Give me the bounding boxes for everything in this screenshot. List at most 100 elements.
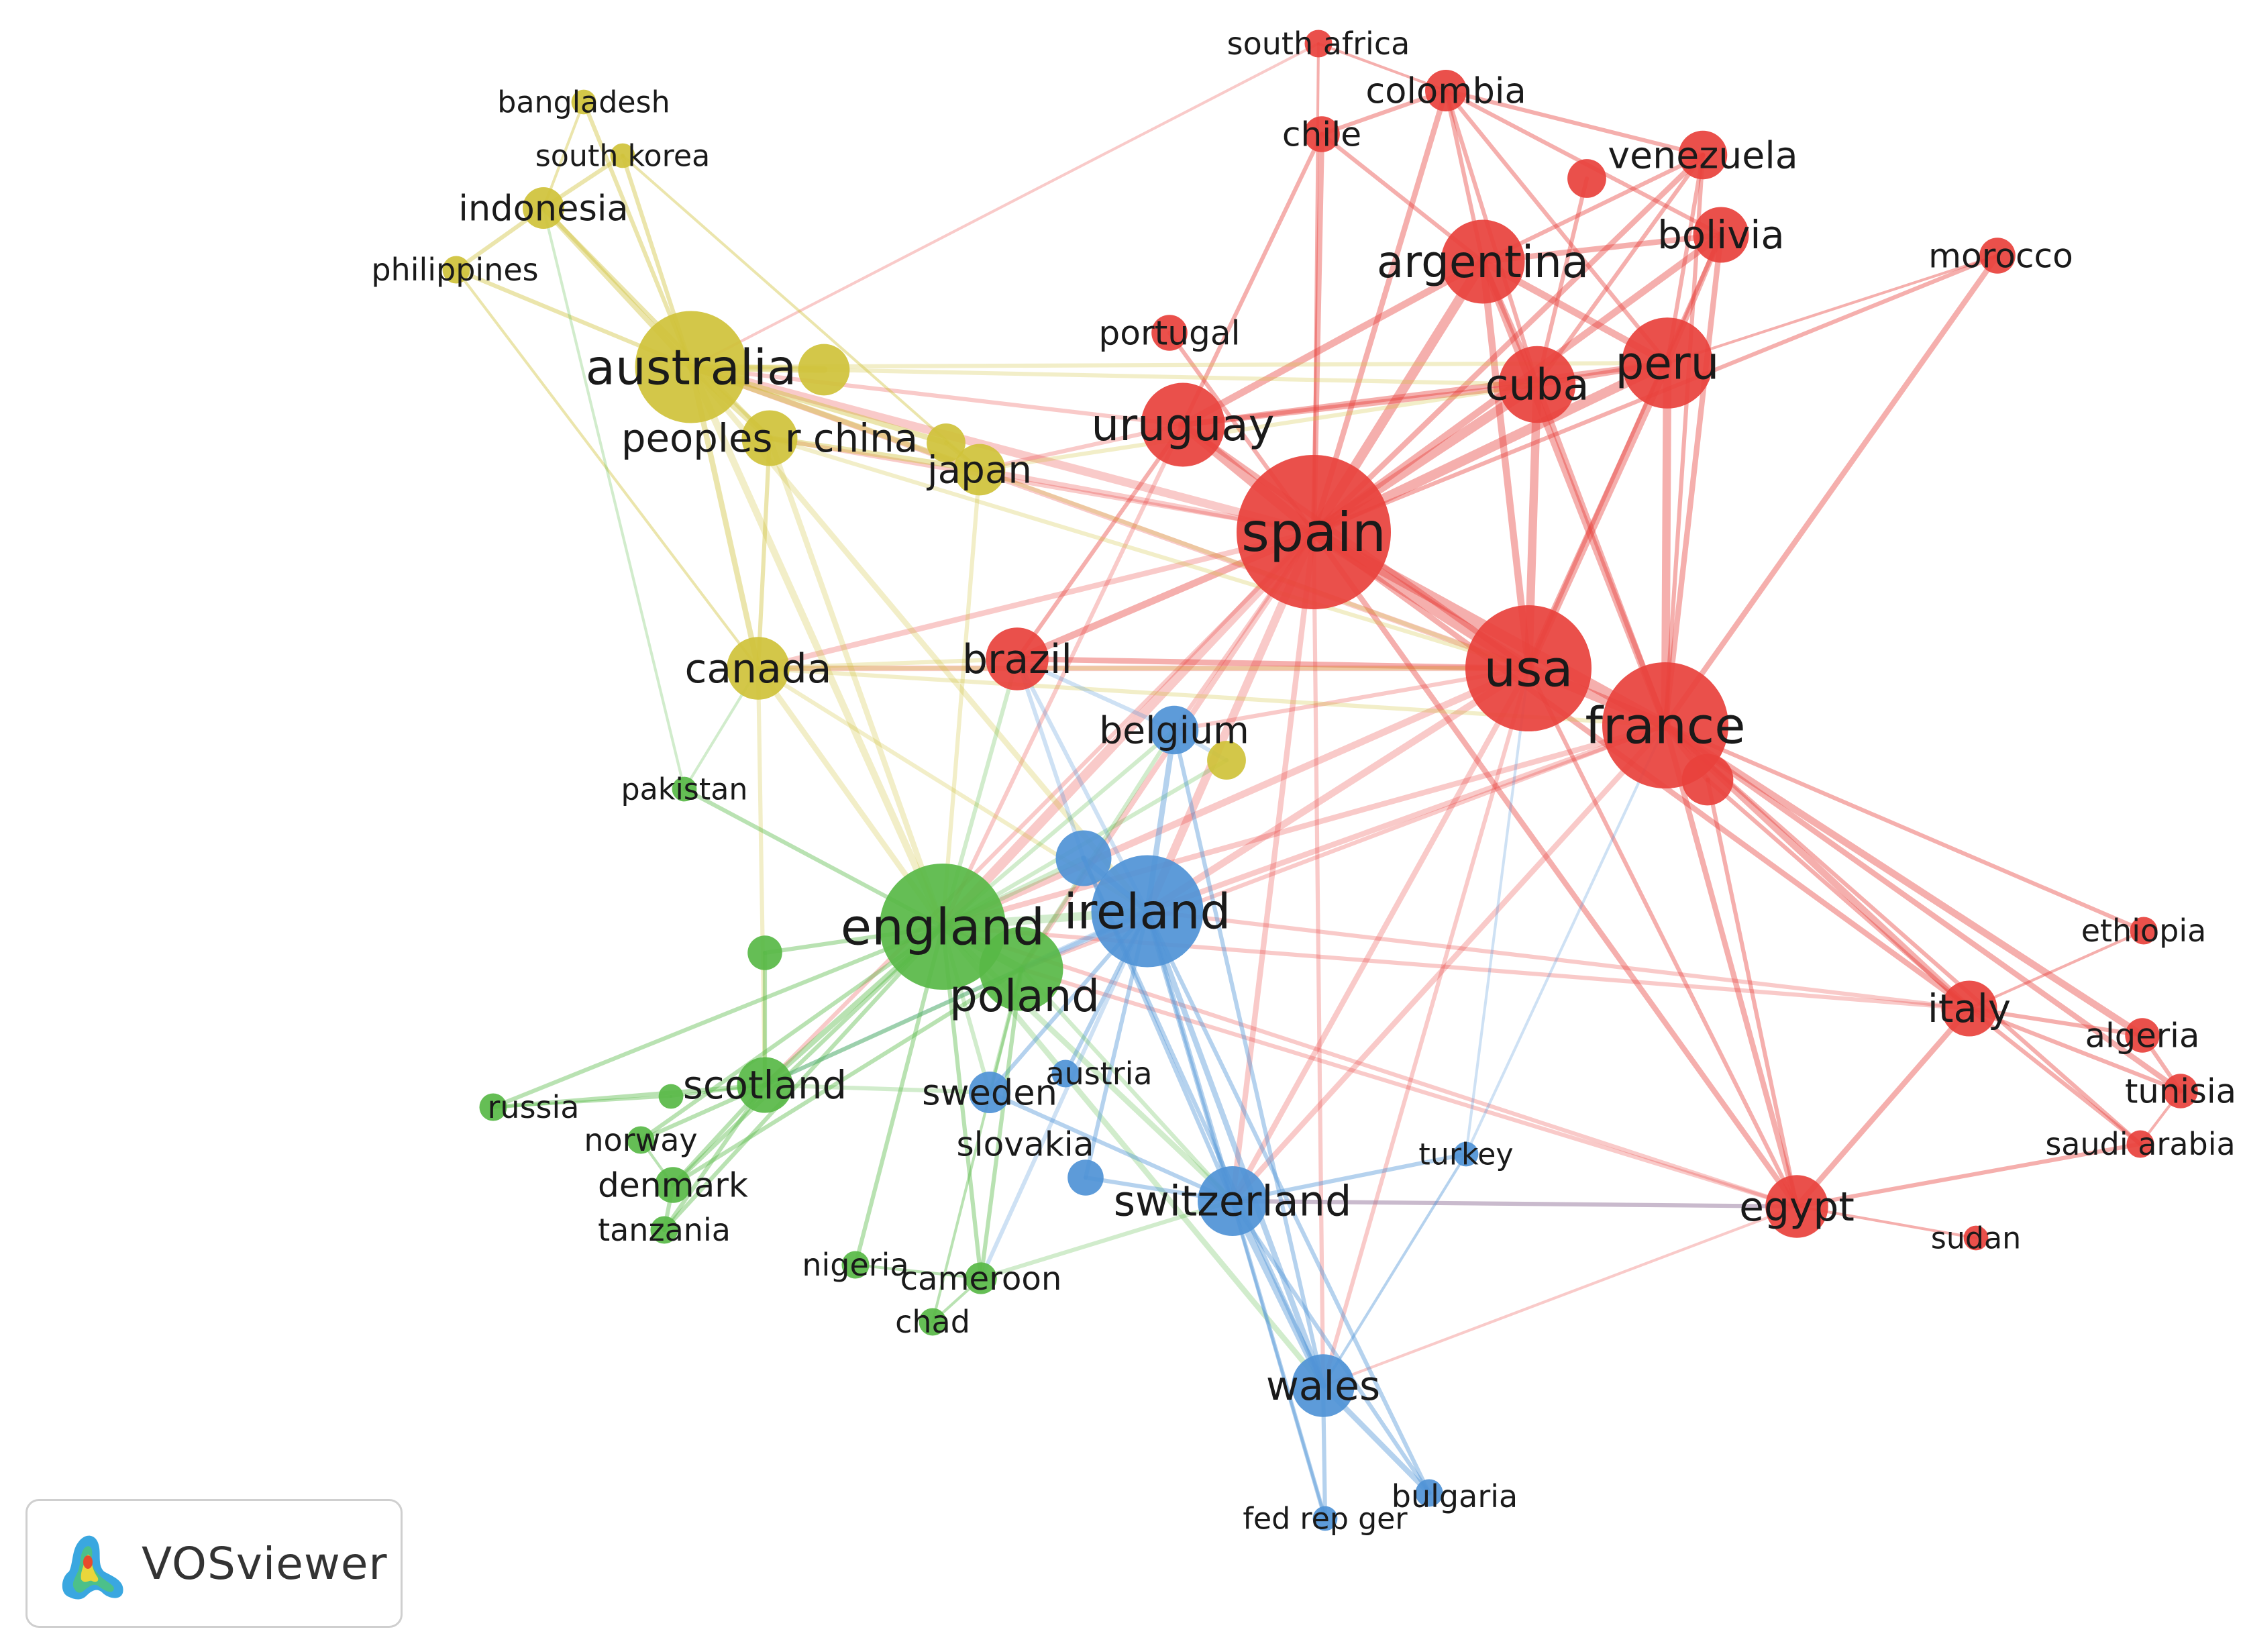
node-peru[interactable] [1622, 317, 1713, 409]
node-scotland[interactable] [737, 1057, 793, 1113]
label-saudi-arabia[interactable]: saudi arabia [2045, 1126, 2235, 1162]
node-cameroon[interactable] [965, 1262, 997, 1294]
node-chad[interactable] [919, 1308, 947, 1336]
node-venezuela[interactable] [1678, 130, 1728, 180]
label-algeria[interactable]: algeria [2085, 1016, 2200, 1055]
node-unlabeled-yellow-2[interactable] [927, 423, 966, 462]
label-ethiopia[interactable]: ethiopia [2081, 913, 2207, 949]
label-colombia[interactable]: colombia [1365, 70, 1526, 111]
label-turkey[interactable]: turkey [1418, 1138, 1513, 1172]
label-spain[interactable]: spain [1241, 501, 1386, 564]
label-south-africa[interactable]: south africa [1227, 25, 1410, 62]
label-slovakia[interactable]: slovakia [956, 1125, 1094, 1164]
node-philippines[interactable] [442, 256, 470, 284]
label-nigeria[interactable]: nigeria [802, 1247, 908, 1283]
node-bangladesh[interactable] [571, 89, 596, 115]
label-italy[interactable]: italy [1928, 986, 2011, 1031]
label-brazil[interactable]: brazil [962, 636, 1072, 683]
node-tanzania[interactable] [650, 1216, 678, 1244]
node-unlabeled-yellow-1[interactable] [798, 344, 850, 396]
node-spain[interactable] [1237, 455, 1391, 609]
label-japan[interactable]: japan [926, 449, 1032, 493]
node-portugal[interactable] [1151, 315, 1188, 351]
label-chile[interactable]: chile [1282, 115, 1361, 154]
label-uruguay[interactable]: uruguay [1091, 399, 1274, 451]
node-italy[interactable] [1941, 980, 1997, 1037]
node-tunisia[interactable] [2163, 1074, 2198, 1108]
label-denmark[interactable]: denmark [598, 1166, 748, 1205]
label-austria[interactable]: austria [1045, 1055, 1152, 1092]
label-peoples-r-china[interactable]: peoples r china [621, 415, 918, 461]
label-canada[interactable]: canada [684, 646, 831, 692]
node-bolivia[interactable] [1693, 207, 1749, 263]
node-russia[interactable] [479, 1093, 507, 1121]
node-turkey[interactable] [1453, 1141, 1479, 1167]
label-sweden[interactable]: sweden [922, 1072, 1057, 1113]
label-bangladesh[interactable]: bangladesh [497, 86, 670, 120]
label-usa[interactable]: usa [1483, 639, 1573, 698]
node-austria[interactable] [1051, 1060, 1080, 1088]
label-scotland[interactable]: scotland [683, 1062, 847, 1108]
label-belgium[interactable]: belgium [1099, 709, 1249, 752]
label-cameroon[interactable]: cameroon [900, 1260, 1062, 1298]
label-england[interactable]: england [841, 897, 1045, 956]
label-bolivia[interactable]: bolivia [1657, 212, 1784, 258]
label-norway[interactable]: norway [584, 1122, 697, 1158]
node-saudi-arabia[interactable] [2126, 1130, 2154, 1158]
node-australia[interactable] [635, 311, 747, 423]
node-fed-rep-ger[interactable] [1312, 1506, 1338, 1531]
node-peoples-r-china[interactable] [741, 410, 798, 466]
label-egypt[interactable]: egypt [1739, 1184, 1855, 1231]
node-morocco[interactable] [1979, 238, 2016, 274]
label-portugal[interactable]: portugal [1098, 313, 1240, 353]
label-tanzania[interactable]: tanzania [598, 1212, 731, 1248]
node-sudan[interactable] [1963, 1225, 1989, 1251]
node-unlabeled-red-1[interactable] [1567, 159, 1606, 198]
node-unlabeled-blue-1[interactable] [1055, 830, 1112, 886]
label-ireland[interactable]: ireland [1064, 884, 1231, 940]
label-bulgaria[interactable]: bulgaria [1392, 1478, 1518, 1514]
node-england[interactable] [880, 864, 1006, 990]
label-indonesia[interactable]: indonesia [458, 188, 628, 229]
node-sweden[interactable] [969, 1072, 1010, 1113]
node-norway[interactable] [627, 1126, 655, 1154]
label-wales[interactable]: wales [1266, 1363, 1380, 1410]
label-peru[interactable]: peru [1616, 337, 1720, 390]
node-uruguay[interactable] [1141, 382, 1225, 467]
label-tunisia[interactable]: tunisia [2125, 1072, 2236, 1111]
node-algeria[interactable] [2125, 1018, 2160, 1053]
node-argentina[interactable] [1441, 219, 1525, 304]
label-cuba[interactable]: cuba [1485, 360, 1589, 410]
label-sudan[interactable]: sudan [1931, 1222, 2022, 1256]
label-philippines[interactable]: philippines [371, 252, 538, 288]
node-south-korea[interactable] [610, 143, 635, 168]
node-bulgaria[interactable] [1415, 1479, 1443, 1507]
label-switzerland[interactable]: switzerland [1114, 1177, 1352, 1226]
node-ireland[interactable] [1091, 855, 1204, 968]
node-chile[interactable] [1304, 116, 1340, 152]
vosviewer-badge[interactable]: VOSviewer [25, 1499, 403, 1628]
label-pakistan[interactable]: pakistan [621, 773, 748, 807]
node-indonesia[interactable] [523, 187, 564, 229]
label-russia[interactable]: russia [488, 1089, 580, 1125]
node-egypt[interactable] [1765, 1175, 1828, 1238]
node-south-africa[interactable] [1304, 30, 1333, 58]
node-pakistan[interactable] [672, 776, 697, 802]
label-poland[interactable]: poland [949, 970, 1100, 1022]
node-japan[interactable] [953, 444, 1006, 496]
label-venezuela[interactable]: venezuela [1608, 134, 1797, 177]
node-denmark[interactable] [655, 1167, 691, 1203]
node-belgium[interactable] [1149, 705, 1199, 755]
label-france[interactable]: france [1585, 696, 1745, 755]
node-brazil[interactable] [986, 627, 1049, 690]
node-unlabeled-yellow-3[interactable] [1207, 741, 1246, 780]
node-nigeria[interactable] [841, 1251, 870, 1279]
node-canada[interactable] [727, 637, 790, 700]
label-south-korea[interactable]: south korea [535, 140, 711, 174]
label-chad[interactable]: chad [895, 1304, 970, 1340]
node-slovakia[interactable] [1067, 1159, 1104, 1196]
label-fed-rep-ger[interactable]: fed rep ger [1243, 1502, 1408, 1537]
label-argentina[interactable]: argentina [1377, 236, 1589, 288]
node-cuba[interactable] [1498, 346, 1576, 423]
